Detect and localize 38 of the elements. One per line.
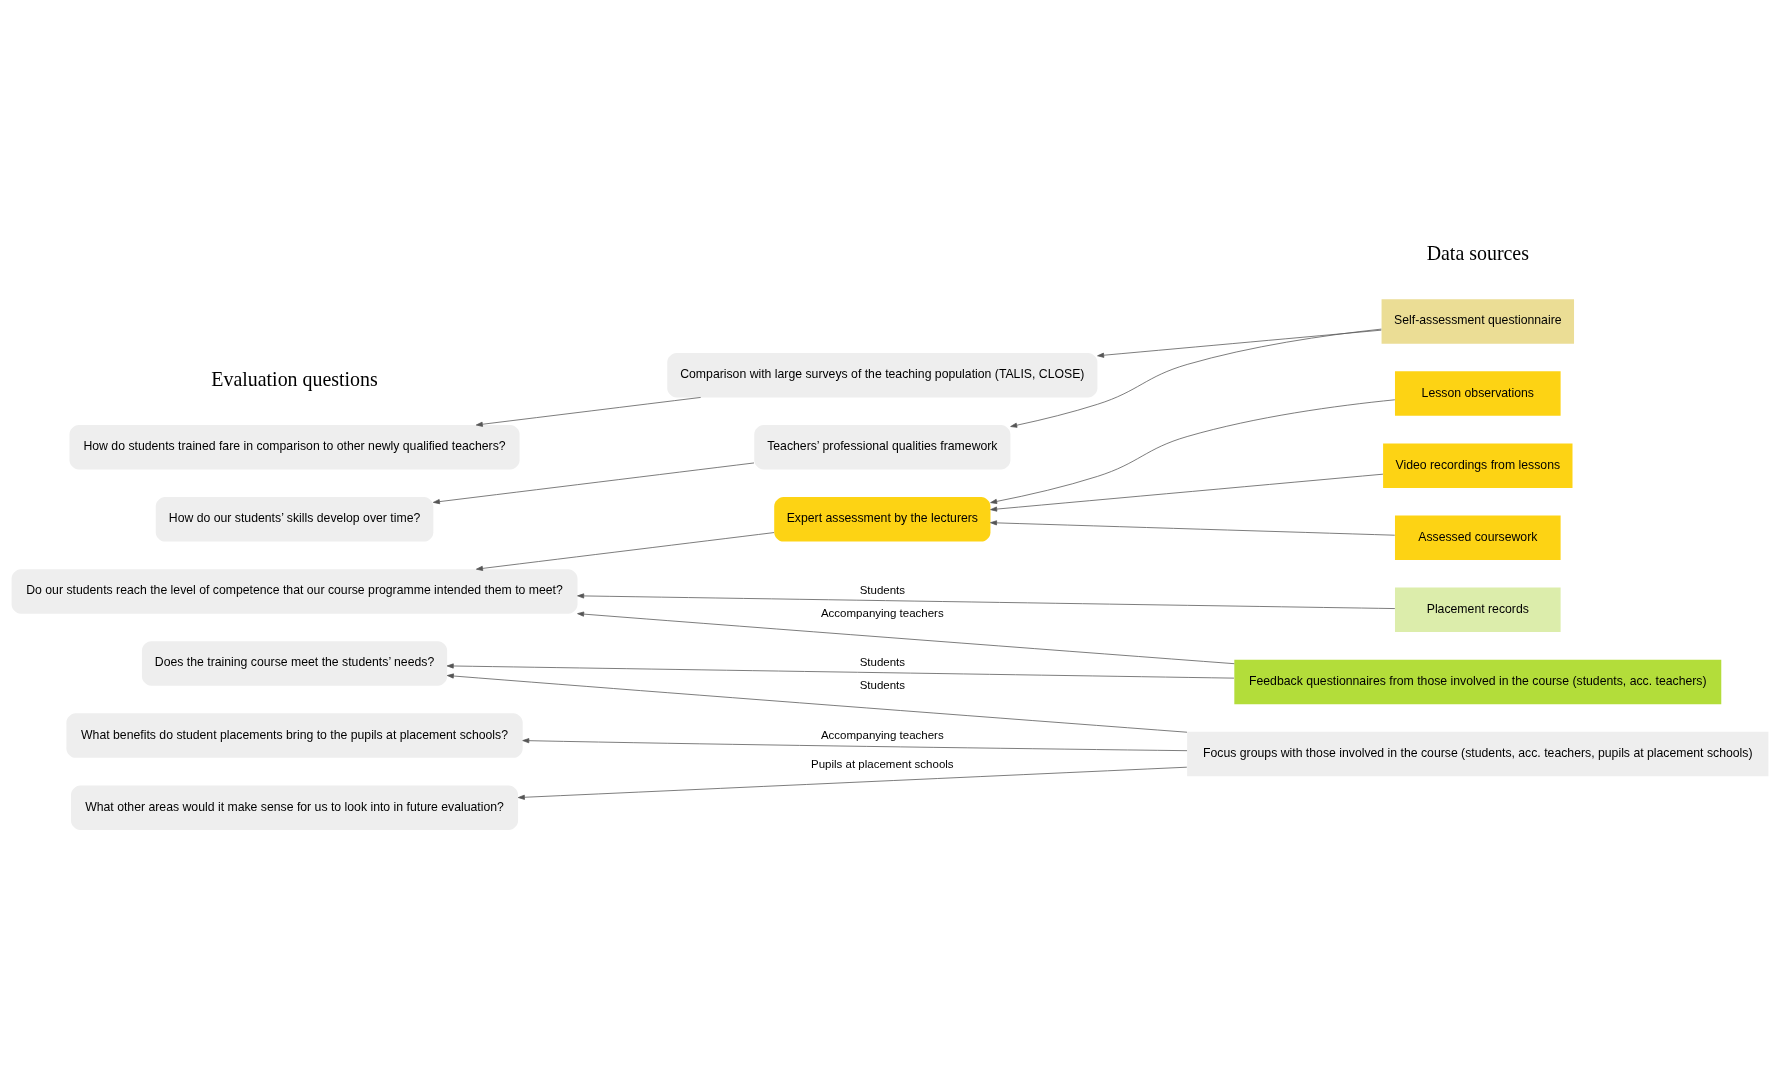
arrow	[577, 592, 1396, 609]
arrow	[517, 766, 1188, 800]
node-box: Comparison with large surveys of the teaching population (TALIS, CLOSE)	[667, 352, 1098, 397]
node-box: Feedback questionnaires from those involved in the course (students, acc. teachers)	[1234, 659, 1722, 704]
arrow	[1010, 328, 1382, 428]
label: Evaluation questions	[211, 367, 378, 390]
node-box: Expert assessment by the lecturers	[774, 496, 991, 542]
arrow	[446, 672, 1188, 733]
arrow	[990, 398, 1396, 504]
node-box: How do students trained fare in comparison to other newly qualified teachers?	[69, 424, 520, 469]
arrow	[432, 462, 755, 504]
arrow	[476, 531, 775, 571]
arrow	[577, 611, 1235, 664]
arrow	[990, 519, 1396, 536]
label: Data sources	[1426, 241, 1529, 264]
edge-label: Accompanying teachers	[820, 728, 944, 741]
arrow	[446, 662, 1235, 679]
node-box: Placement records	[1395, 587, 1561, 632]
node-box: What other areas would it make sense for us to look into in future evaluation?	[71, 784, 519, 830]
edge-label: Accompanying teachers	[820, 606, 944, 619]
node-box: Does the training course meet the students’ needs?	[141, 640, 448, 686]
edge-label: Students	[859, 655, 906, 668]
arrow	[475, 396, 702, 427]
node-box: Lesson observations	[1395, 370, 1561, 416]
edge-label: Students	[859, 678, 906, 691]
arrow	[1097, 329, 1382, 358]
node-box: Assessed coursework	[1395, 515, 1561, 560]
arrow	[522, 737, 1188, 751]
node-box: Do our students reach the level of competence that our course programme intended them to meet?	[11, 568, 578, 614]
node-box: Video recordings from lessons	[1383, 442, 1573, 488]
node-box: Self-assessment questionnaire	[1381, 298, 1575, 344]
edge-label: Students	[859, 583, 906, 596]
node-box: How do our students’ skills develop over time?	[155, 496, 434, 542]
node-box: Teachers’ professional qualities framework	[754, 424, 1011, 469]
edge-label: Pupils at placement schools	[811, 757, 954, 770]
node-box: Focus groups with those involved in the course (students, acc. teachers, pupils at placement schools)	[1187, 731, 1769, 776]
arrow	[990, 473, 1384, 512]
node-box: What benefits do student placements bring to the pupils at placement schools?	[66, 712, 523, 758]
